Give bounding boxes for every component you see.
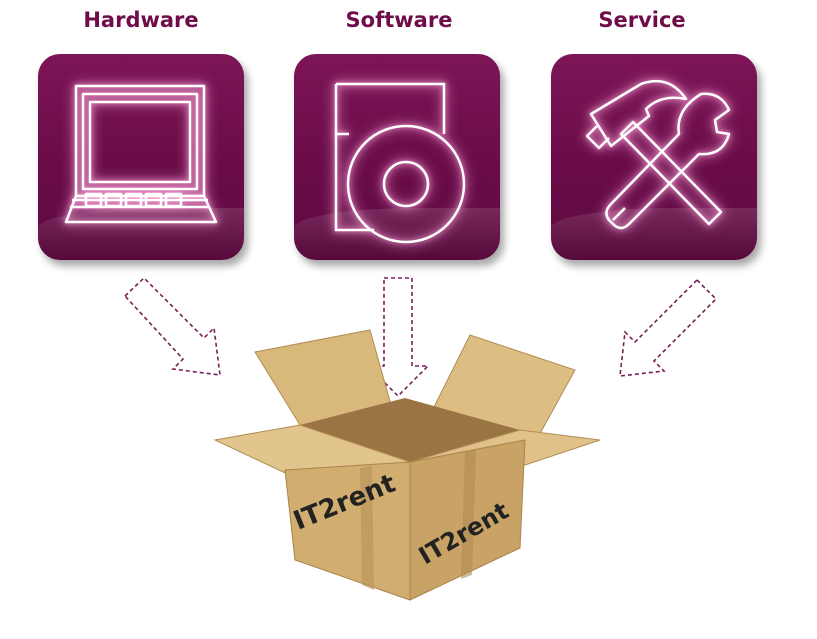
software-tile — [294, 54, 500, 260]
software-cd-icon — [334, 82, 466, 244]
tile-gloss — [294, 208, 500, 260]
service-tile — [551, 54, 757, 260]
tile-gloss — [551, 208, 757, 260]
label-hardware: Hardware — [83, 8, 199, 32]
arrow-software-to-box — [366, 277, 430, 398]
hardware-tile — [38, 54, 244, 260]
tile-gloss — [38, 208, 244, 260]
cardboard-box-icon — [213, 329, 601, 601]
computer-icon — [64, 84, 218, 224]
hammer-wrench-icon — [585, 79, 731, 230]
label-software: Software — [345, 8, 453, 32]
label-service: Service — [598, 8, 686, 32]
arrow-hardware-to-box — [123, 276, 221, 376]
arrow-service-to-box — [619, 278, 718, 377]
